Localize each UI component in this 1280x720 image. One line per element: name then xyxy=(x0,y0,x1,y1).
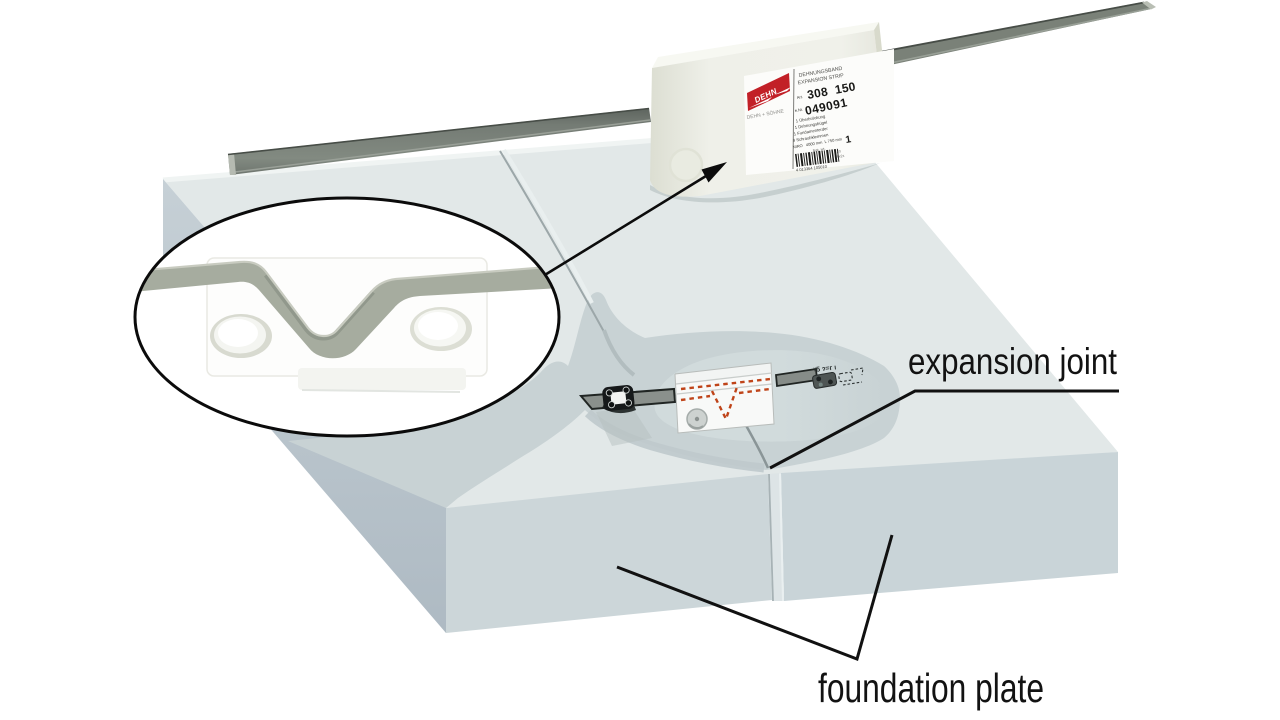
svg-text:1 Dehnungsbügel: 1 Dehnungsbügel xyxy=(794,120,827,130)
svg-text:expansion joint: expansion joint xyxy=(908,340,1117,382)
svg-text:e.Nr.: e.Nr. xyxy=(794,107,803,113)
svg-text:4 013364 105010: 4 013364 105010 xyxy=(796,164,828,173)
svg-text:foundation plate: foundation plate xyxy=(818,665,1044,711)
svg-text:1 Fundamenterder: 1 Fundamenterder xyxy=(793,126,828,137)
svg-text:1 Überbrückung: 1 Überbrückung xyxy=(795,114,826,124)
svg-text:1: 1 xyxy=(845,134,853,146)
svg-text:Nat. wt.: Nat. wt. xyxy=(813,147,826,153)
svg-text:4 Schraubklemmen: 4 Schraubklemmen xyxy=(792,132,829,143)
svg-text:9x2x: 9x2x xyxy=(837,154,845,159)
svg-text:ʸ5 ɂ=г ı: ʸ5 ɂ=г ı xyxy=(812,364,836,374)
svg-text:20: 20 xyxy=(837,149,842,154)
svg-text:Art.: Art. xyxy=(796,94,803,100)
